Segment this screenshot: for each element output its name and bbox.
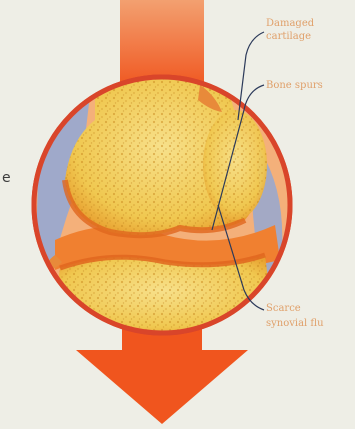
scarce-synovial-label-line1: Scarce: [266, 302, 301, 315]
bone-spurs-label: Bone spurs: [266, 79, 323, 92]
damaged-cartilage-label-line2: cartilage: [266, 30, 311, 43]
joint-cross-section: [30, 75, 300, 335]
scarce-synovial-label-line2: synovial flu: [266, 317, 324, 330]
damaged-cartilage-label-line1: Damaged: [266, 17, 314, 30]
left-text-fragment: e: [2, 170, 11, 186]
